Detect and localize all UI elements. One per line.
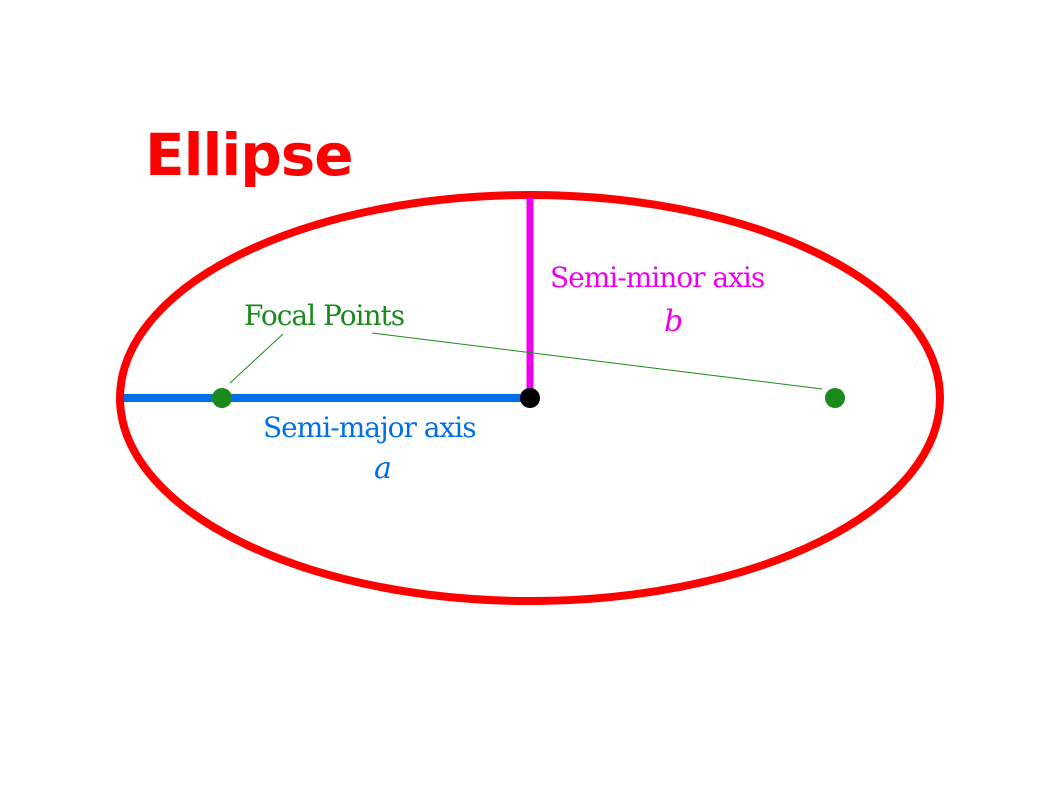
focal-leader-line-left (229, 333, 284, 384)
semi-major-axis-label: Semi-major axis (263, 411, 476, 444)
focal-points-label: Focal Points (244, 299, 404, 332)
diagram-title: Ellipse (145, 121, 353, 189)
focal-leader-line-right (371, 332, 823, 390)
focal-point-right (825, 388, 845, 408)
focal-point-left (212, 388, 232, 408)
semi-major-symbol: a (374, 451, 391, 486)
center-point (520, 388, 540, 408)
semi-minor-symbol: b (664, 304, 682, 339)
semi-minor-axis-label: Semi-minor axis (550, 261, 764, 294)
ellipse-outline (116, 191, 944, 605)
